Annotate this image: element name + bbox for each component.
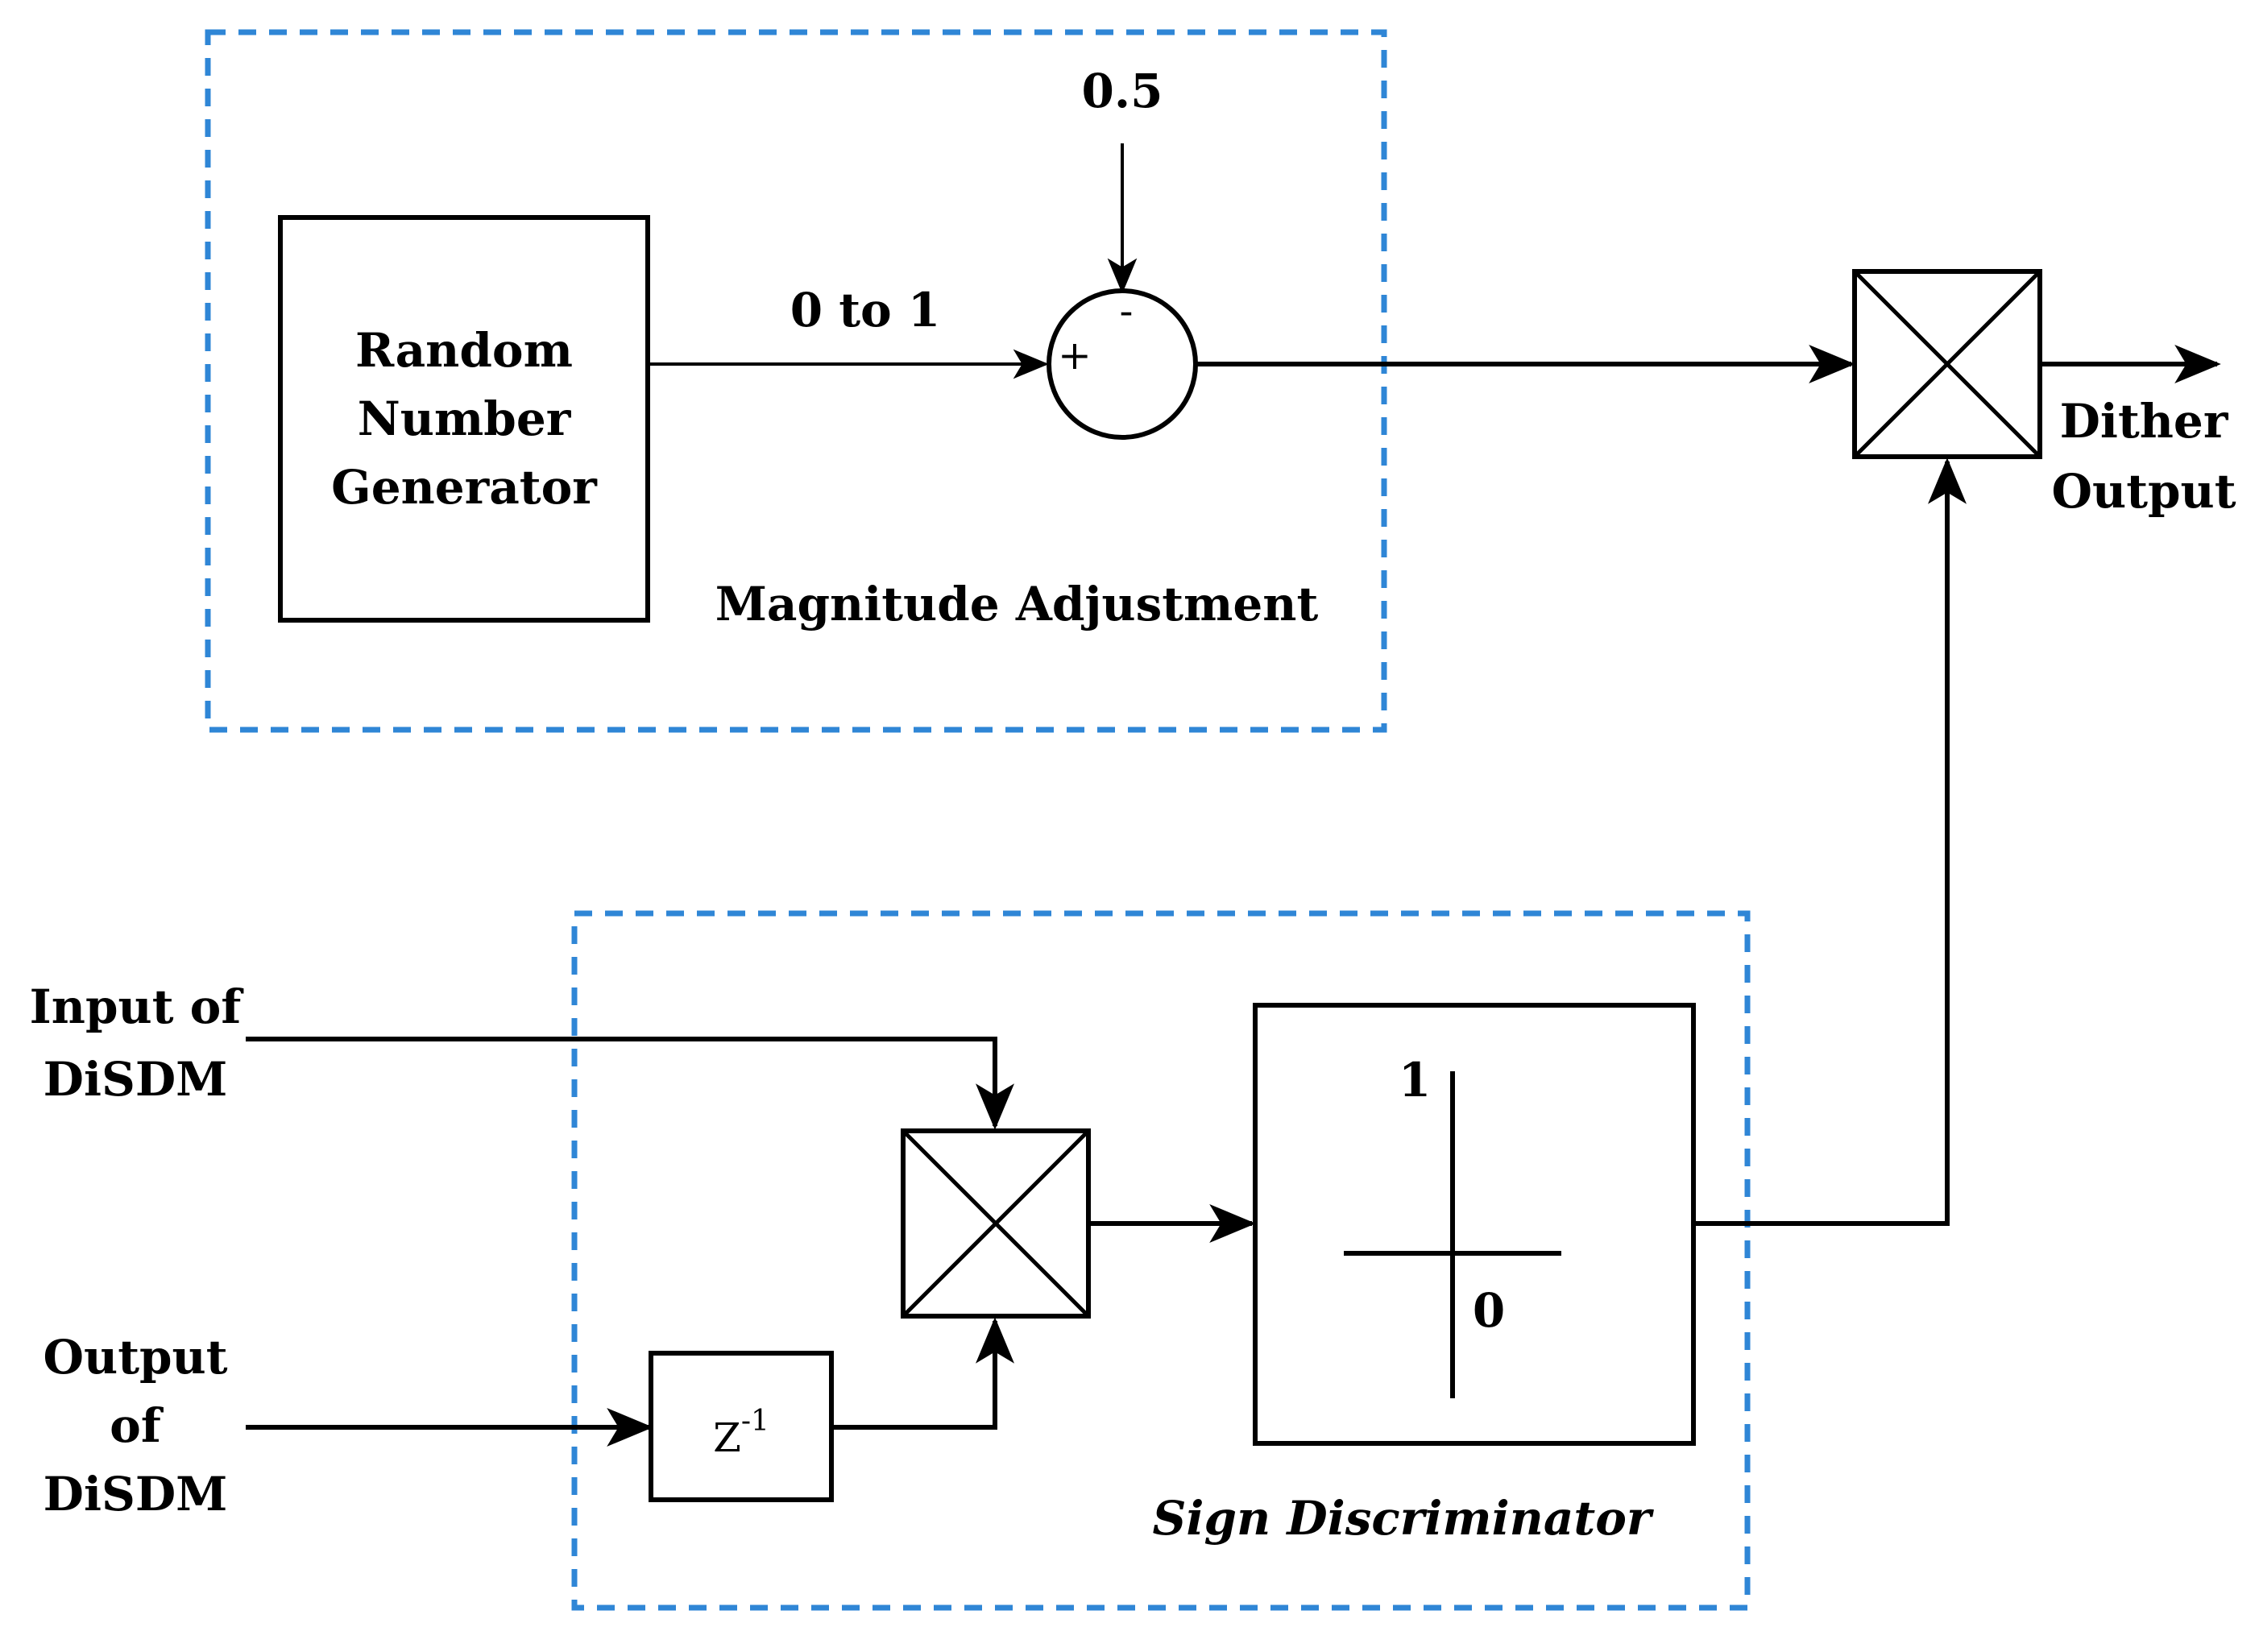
random-number-generator-block: Random Number Generator <box>278 215 650 623</box>
rng-label-line-1: Random <box>355 323 573 378</box>
sign-multiplier <box>901 1128 1091 1319</box>
input-of-disdm-label-line-1: Input of <box>30 979 245 1034</box>
dither-output-label-line-2: Output <box>2052 464 2236 519</box>
range-label: 0 to 1 <box>790 283 941 337</box>
offset-constant-label: 0.5 <box>1082 64 1163 118</box>
sign-discriminator-block: 1 0 <box>1253 1003 1696 1446</box>
output-of-disdm-label-line-1: Output <box>44 1330 228 1385</box>
discriminator-low-level: 0 <box>1473 1283 1505 1338</box>
unit-delay-block: Z-1 <box>649 1351 834 1502</box>
rng-label-line-2: Number <box>358 391 572 446</box>
summing-junction: + - <box>1047 288 1198 440</box>
magnitude-adjustment-caption: Magnitude Adjustment <box>715 577 1319 631</box>
summer-plus-sign: + <box>1058 332 1092 379</box>
dither-multiplier <box>1852 269 2042 459</box>
input-to-lower-multiplier-wire <box>246 1037 1014 1130</box>
delay-exponent: -1 <box>741 1405 769 1438</box>
delay-base: Z <box>713 1414 741 1461</box>
input-of-disdm-label-line-2: DiSDM <box>44 1052 228 1107</box>
sign-discriminator-region <box>571 910 1751 1611</box>
sign-discriminator-caption: Sign Discriminator <box>1153 1491 1655 1546</box>
delay-to-lower-multiplier-wire <box>831 1317 1014 1430</box>
output-of-disdm-label-line-3: DiSDM <box>44 1467 228 1522</box>
discriminator-to-dither-multiplier-wire <box>1693 458 1967 1226</box>
magnitude-adjustment-region <box>205 29 1387 733</box>
rng-label-line-3: Generator <box>331 460 598 515</box>
unit-delay-label: Z-1 <box>713 1405 769 1461</box>
discriminator-high-level: 1 <box>1399 1053 1431 1108</box>
dither-output-label-line-1: Dither <box>2060 394 2229 449</box>
output-of-disdm-label-line-2: of <box>110 1398 164 1453</box>
summer-minus-sign: - <box>1120 288 1134 334</box>
